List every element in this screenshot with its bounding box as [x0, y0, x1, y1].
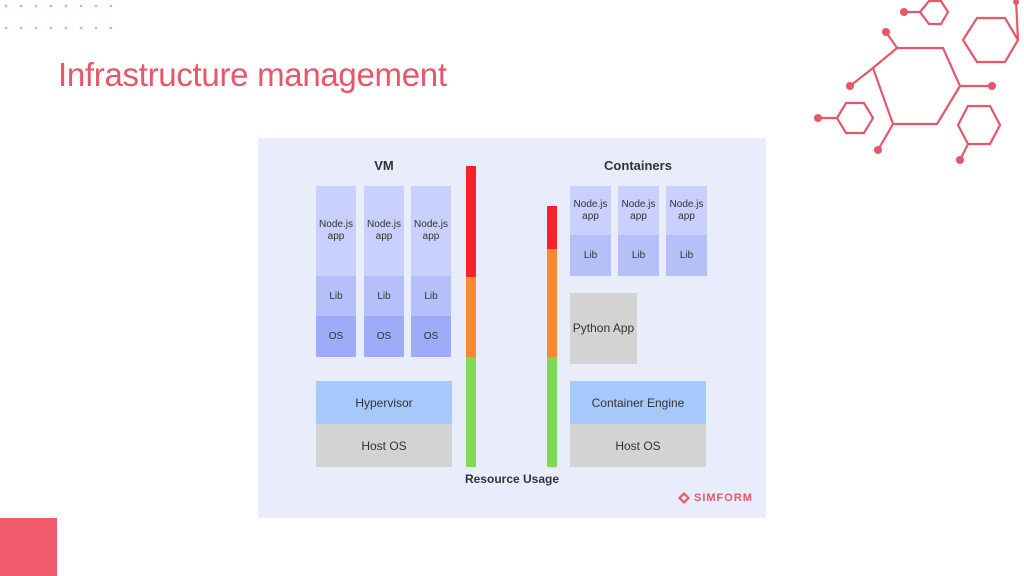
page-title: Infrastructure management [58, 56, 447, 93]
simform-mark-icon [678, 492, 690, 504]
simform-logo: SIMFORM [678, 492, 753, 504]
vm-host-os-block: Host OS [316, 424, 452, 467]
vm-lib-1: Lib [316, 276, 356, 316]
container-app-2: Node.js app [618, 186, 659, 235]
vm-os-3: OS [411, 316, 451, 357]
vm-usage-bar-low [466, 357, 476, 467]
simform-logo-text: SIMFORM [694, 492, 753, 504]
container-app-1: Node.js app [570, 186, 611, 235]
container-usage-bar-high [547, 206, 557, 249]
container-lib-3: Lib [666, 235, 707, 276]
container-usage-bar-mid [547, 249, 557, 357]
infrastructure-diagram: VM Node.js app Lib OS Node.js app Lib OS… [258, 138, 766, 518]
vm-os-2: OS [364, 316, 404, 357]
container-lib-1: Lib [570, 235, 611, 276]
containers-heading: Containers [604, 158, 672, 173]
hypervisor-block: Hypervisor [316, 381, 452, 424]
vm-os-1: OS [316, 316, 356, 357]
vm-app-2: Node.js app [364, 186, 404, 276]
vm-lib-2: Lib [364, 276, 404, 316]
resource-usage-label: Resource Usage [464, 472, 560, 486]
python-app-block: Python App [570, 293, 637, 364]
vm-lib-3: Lib [411, 276, 451, 316]
container-lib-2: Lib [618, 235, 659, 276]
container-engine-block: Container Engine [570, 381, 706, 424]
container-host-os-block: Host OS [570, 424, 706, 467]
container-app-3: Node.js app [666, 186, 707, 235]
hexagon-network-decoration [814, 0, 1020, 164]
container-usage-bar-low [547, 357, 557, 467]
vm-app-3: Node.js app [411, 186, 451, 276]
vm-heading: VM [374, 158, 394, 173]
corner-accent-block [0, 518, 57, 576]
dot-grid-decoration [4, 4, 113, 30]
vm-usage-bar-high [466, 166, 476, 277]
vm-usage-bar-mid [466, 277, 476, 357]
vm-app-1: Node.js app [316, 186, 356, 276]
